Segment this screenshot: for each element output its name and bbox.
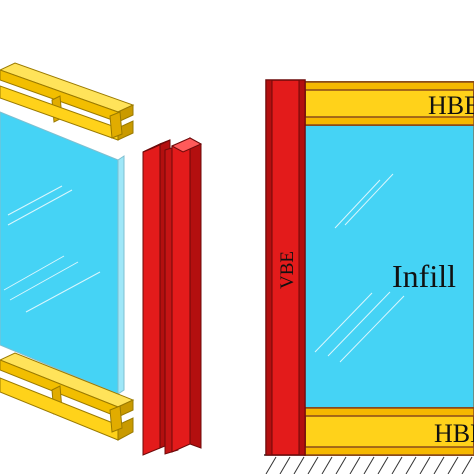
vbe-label: VBE xyxy=(277,251,298,289)
hbe-bottom-label: HBE xyxy=(434,419,474,448)
bottom-hbe-beam xyxy=(304,407,474,456)
infill-panel-isometric xyxy=(0,111,125,395)
vbe-column xyxy=(265,79,306,456)
top-horizontal-beam xyxy=(0,62,135,141)
bottom-horizontal-beam xyxy=(0,352,135,441)
vertical-column-isometric xyxy=(142,137,203,456)
infill-label: Infill xyxy=(392,258,456,294)
top-hbe-beam xyxy=(304,81,474,126)
ground-support xyxy=(264,454,474,474)
exploded-isometric-view xyxy=(0,62,203,456)
glass-reflection-lines xyxy=(314,173,405,363)
hbe-top-label: HBE xyxy=(428,91,474,120)
infill-panel xyxy=(304,124,474,409)
elevation-view: VBE HBE HBE Infill xyxy=(264,79,474,474)
